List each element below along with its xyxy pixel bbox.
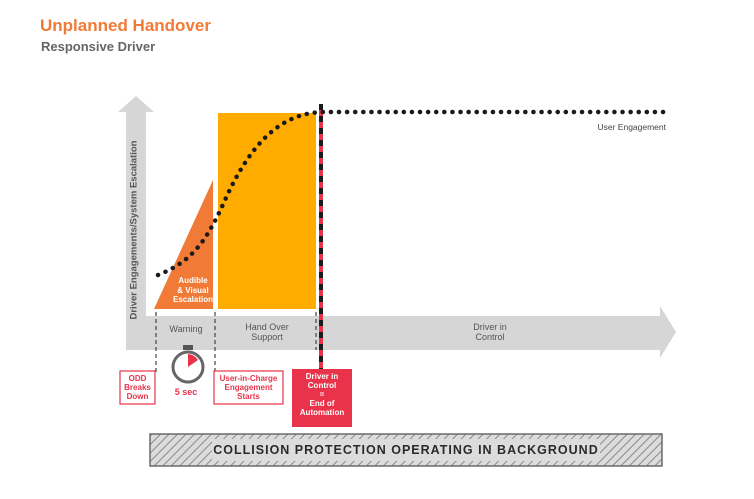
user-engagement-curve bbox=[155, 109, 668, 278]
stopwatch-icon bbox=[171, 345, 205, 384]
collision-protection-label: COLLISION PROTECTION OPERATING IN BACKGR… bbox=[213, 443, 599, 457]
end-of-automation-label: Driver in Control = End of Automation bbox=[299, 372, 345, 417]
odd-breaks-down-label: ODD Breaks Down bbox=[124, 374, 151, 401]
x-axis-arrow bbox=[126, 306, 676, 358]
driver-in-control-label: Driver in Control bbox=[473, 322, 507, 342]
escalation-triangle bbox=[154, 180, 213, 309]
warning-label: Warning bbox=[169, 324, 203, 334]
end-of-automation-box bbox=[292, 369, 352, 427]
handover-support-label: Hand Over Support bbox=[245, 322, 289, 342]
user-in-charge-box bbox=[213, 370, 284, 405]
page-title: Unplanned Handover bbox=[40, 16, 211, 35]
page-subtitle: Responsive Driver bbox=[41, 39, 156, 54]
user-in-charge-label: User-in-Charge Engagement Starts bbox=[219, 374, 278, 401]
timer-label: 5 sec bbox=[174, 387, 198, 397]
handover-support-box bbox=[218, 113, 316, 309]
y-axis-label: Driver Engagements/System Escalation bbox=[128, 140, 140, 320]
odd-box bbox=[119, 370, 156, 405]
y-axis-arrow bbox=[118, 96, 154, 350]
user-engagement-label: User Engagement bbox=[597, 122, 666, 132]
audible-visual-escalation-label: Audible & Visual Escalation bbox=[172, 276, 213, 304]
